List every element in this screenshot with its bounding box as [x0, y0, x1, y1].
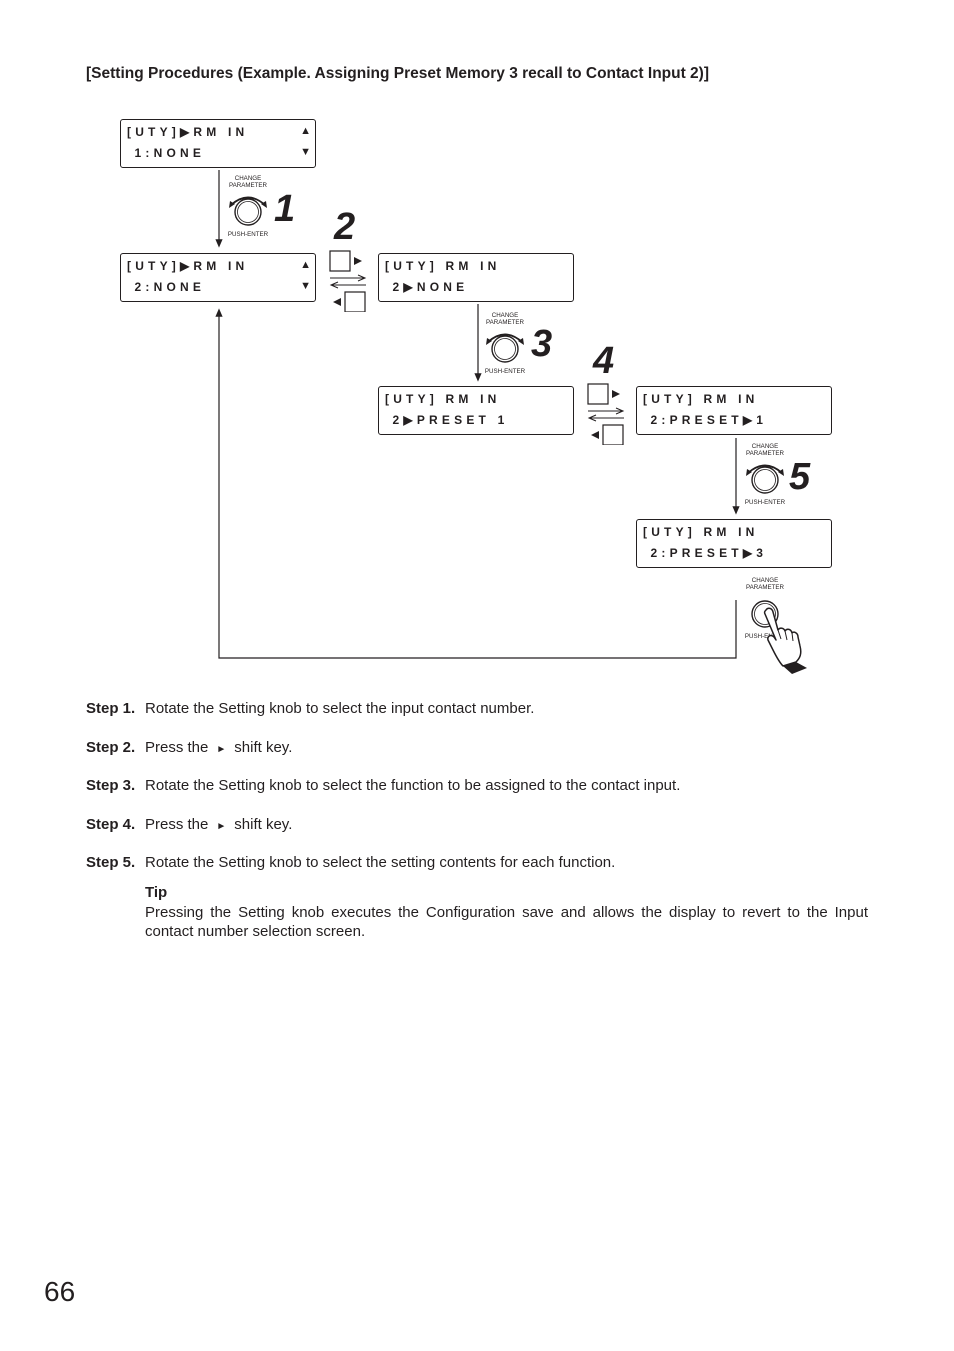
lcd-display-3: [UTY] RM IN 2▶NONE	[378, 253, 574, 302]
lcd-line-1: [UTY]▶RM IN	[127, 125, 249, 139]
lcd-line-1: [UTY] RM IN	[643, 392, 759, 406]
lcd-line-2: 2:PRESET▶1	[643, 413, 768, 427]
step-text: Press the►shift key.	[145, 739, 293, 756]
page-heading: [Setting Procedures (Example. Assigning …	[86, 65, 710, 82]
shift-keys-step4[interactable]	[586, 383, 626, 445]
lcd-line-2: 2▶PRESET 1	[385, 413, 509, 427]
lcd-line-1: [UTY] RM IN	[643, 525, 759, 539]
lcd-line-1: [UTY] RM IN	[385, 392, 501, 406]
lcd-line-1: [UTY]▶RM IN	[127, 259, 249, 273]
tip-text: Pressing the Setting knob executes the C…	[145, 904, 868, 940]
pressing-hand-icon	[763, 607, 807, 674]
step-text: Press the►shift key.	[145, 816, 293, 833]
lcd-line-2: 2:PRESET▶3	[643, 546, 768, 560]
knob-label-push-enter: PUSH-ENTER	[484, 368, 526, 375]
arrow-down-icon: ▼	[300, 280, 311, 292]
step-label: Step 4.	[86, 816, 136, 833]
lcd-line-2: 2:NONE	[127, 280, 206, 294]
shift-right-icon: ►	[216, 744, 227, 755]
step-number-3: 3	[531, 323, 553, 365]
step-label: Step 1.	[86, 700, 136, 717]
step-number-4: 4	[593, 340, 615, 382]
lcd-display-4: [UTY] RM IN 2▶PRESET 1	[378, 386, 574, 435]
knob-label-push-enter: PUSH-ENTER	[744, 633, 786, 640]
step-text: Rotate the Setting knob to select the se…	[145, 854, 616, 871]
knob-label-push-enter: PUSH-ENTER	[227, 231, 269, 238]
step-label: Step 3.	[86, 777, 136, 794]
shift-keys-step2[interactable]	[328, 250, 368, 312]
page-number: 66	[44, 1276, 76, 1307]
shift-right-icon: ►	[216, 821, 227, 832]
step-label: Step 5.	[86, 854, 136, 871]
rotate-knob-icon	[229, 196, 267, 226]
rotate-knob-icon	[746, 464, 784, 494]
step-label: Step 2.	[86, 739, 136, 756]
lcd-display-2: [UTY]▶RM IN 2:NONE ▲ ▼	[120, 253, 316, 302]
lcd-display-5: [UTY] RM IN 2:PRESET▶1	[636, 386, 832, 435]
step-text: Rotate the Setting knob to select the in…	[145, 700, 535, 717]
arrow-down-icon: ▼	[300, 146, 311, 158]
lcd-line-2: 2▶NONE	[385, 280, 469, 294]
step-number-2: 2	[334, 206, 356, 248]
lcd-display-6: [UTY] RM IN 2:PRESET▶3	[636, 519, 832, 568]
rotate-knob-icon	[486, 333, 524, 363]
diagram-connectors	[215, 170, 740, 659]
arrow-up-icon: ▲	[300, 259, 311, 271]
lcd-line-1: [UTY] RM IN	[385, 259, 501, 273]
lcd-line-2: 1:NONE	[127, 146, 206, 160]
knob-label-push-enter: PUSH-ENTER	[744, 499, 786, 506]
step-text: Rotate the Setting knob to select the fu…	[145, 777, 681, 794]
tip-title: Tip	[145, 884, 168, 901]
step-number-5: 5	[789, 456, 811, 498]
step-number-1: 1	[274, 188, 296, 230]
lcd-display-1: [UTY]▶RM IN 1:NONE ▲ ▼	[120, 119, 316, 168]
arrow-up-icon: ▲	[300, 125, 311, 137]
